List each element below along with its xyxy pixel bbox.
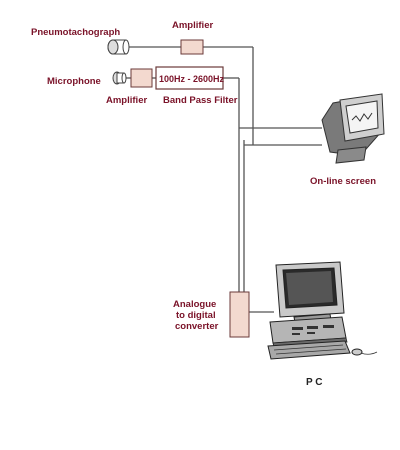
amplifier-top-box	[180, 39, 204, 55]
adc-label-line-3: converter	[175, 321, 219, 332]
adc-label-line-1: Analogue	[173, 299, 216, 310]
desktop-computer-icon	[267, 261, 378, 360]
band-pass-filter-box	[155, 66, 224, 90]
pneumotachograph-icon	[107, 39, 130, 55]
adc-box	[229, 291, 250, 338]
adc-label-line-2: to digital	[176, 310, 216, 321]
microphone-label: Microphone	[47, 76, 101, 87]
amplifier-top-label: Amplifier	[172, 20, 213, 31]
band-pass-filter-label: Band Pass Filter	[163, 95, 238, 106]
connection-wires	[124, 46, 322, 313]
pneumotachograph-label: Pneumotachograph	[31, 27, 120, 38]
microphone-icon	[112, 71, 127, 85]
amplifier-bottom-box	[130, 68, 153, 88]
pc-label: P C	[306, 377, 323, 388]
amplifier-bottom-label: Amplifier	[106, 95, 147, 106]
adc-label: Analogue to digital converter	[173, 299, 219, 332]
crt-monitor-icon	[321, 93, 385, 164]
filter-range-label: 100Hz - 2600Hz	[159, 74, 225, 84]
online-screen-label: On-line screen	[310, 176, 376, 187]
